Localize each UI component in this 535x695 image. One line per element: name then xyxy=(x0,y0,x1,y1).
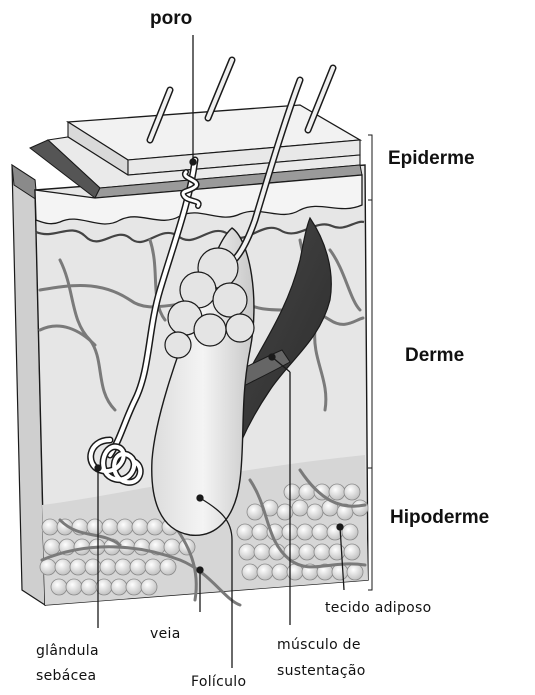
label-epiderme: Epiderme xyxy=(388,148,475,170)
label-hipoderme: Hipoderme xyxy=(390,507,489,529)
layer-bracket xyxy=(368,135,372,590)
fat-cell xyxy=(115,559,131,575)
fat-cell xyxy=(239,544,255,560)
fat-cell xyxy=(51,579,67,595)
fat-cell xyxy=(130,559,146,575)
fat-cell xyxy=(237,524,253,540)
fat-cell xyxy=(329,484,345,500)
fat-cell xyxy=(44,539,60,555)
fat-cell xyxy=(242,564,258,580)
fat-cell xyxy=(147,519,163,535)
fat-cell xyxy=(314,544,330,560)
label-foliculo: Folículo xyxy=(191,674,246,690)
fat-cell xyxy=(297,524,313,540)
label-glandula-line1: glândula xyxy=(36,643,99,659)
fat-cell xyxy=(347,564,363,580)
label-musculo-line2: sustentação xyxy=(277,663,366,679)
fat-cell xyxy=(344,484,360,500)
label-veia: veia xyxy=(150,626,181,642)
fat-cell xyxy=(252,524,268,540)
fat-cell xyxy=(164,539,180,555)
fat-cell xyxy=(329,544,345,560)
fat-cell xyxy=(134,539,150,555)
fat-cell xyxy=(111,579,127,595)
fat-cell xyxy=(352,500,368,516)
fat-cell xyxy=(132,519,148,535)
fat-cell xyxy=(126,579,142,595)
label-derme: Derme xyxy=(405,345,464,367)
fat-cell xyxy=(66,579,82,595)
fat-cell xyxy=(81,579,97,595)
fat-cell xyxy=(145,559,161,575)
label-poro: poro xyxy=(150,8,192,30)
fat-cell xyxy=(272,564,288,580)
fat-cell xyxy=(254,544,270,560)
fat-cell xyxy=(292,500,308,516)
fat-cell xyxy=(257,564,273,580)
fat-cell xyxy=(299,544,315,560)
fat-cell xyxy=(307,504,323,520)
fat-cell xyxy=(344,544,360,560)
label-musculo-line1: músculo de xyxy=(277,637,361,653)
fat-cell xyxy=(87,519,103,535)
fat-cell xyxy=(141,579,157,595)
fat-cell xyxy=(312,524,328,540)
label-tecido-adiposo: tecido adiposo xyxy=(325,600,431,616)
fat-cell xyxy=(284,484,300,500)
fat-cell xyxy=(332,564,348,580)
fat-cell xyxy=(160,559,176,575)
fat-cell xyxy=(247,504,263,520)
fat-cell xyxy=(42,519,58,535)
fat-cell xyxy=(55,559,71,575)
fat-cell xyxy=(70,559,86,575)
fat-cell xyxy=(342,524,358,540)
fat-cell xyxy=(117,519,133,535)
fat-cell xyxy=(102,519,118,535)
label-glandula-line2: sebácea xyxy=(36,668,96,684)
fat-cell xyxy=(100,559,116,575)
